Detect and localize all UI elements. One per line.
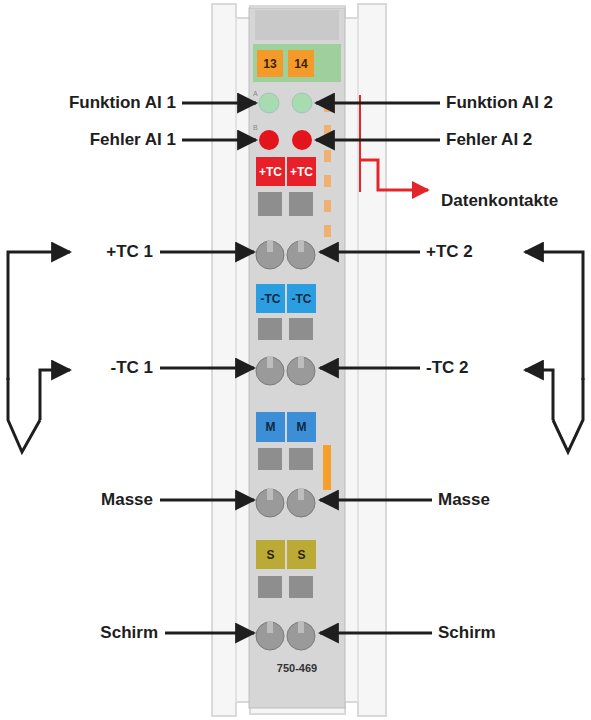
marker-ground: M [256, 412, 285, 442]
clamp-key [267, 240, 273, 252]
marker-text: S [297, 549, 305, 561]
marker-text: S [266, 549, 274, 561]
marker-text: -TC [292, 293, 312, 305]
marker-minus-tc: -TC [287, 284, 316, 313]
clamp-key [267, 356, 273, 368]
marker-text: 13 [263, 58, 276, 70]
signal-name: +TC 2 [426, 242, 473, 262]
led-letter: A [253, 90, 258, 97]
signal-name: Masse [101, 490, 153, 510]
marker-text: -TC [261, 293, 281, 305]
clamp-opening [287, 622, 315, 650]
marker-text: 14 [294, 58, 307, 70]
part-number: 750-469 [277, 662, 317, 674]
led-letter: B [253, 124, 258, 131]
clamp-opening [287, 241, 315, 269]
signal-name: +TC 1 [106, 242, 153, 262]
clamp-opening [256, 241, 284, 269]
clamp-key [298, 356, 304, 368]
marker-minus-tc: -TC [256, 284, 285, 313]
callout-label: Fehler AI 2 [446, 130, 532, 150]
signal-name: -TC 1 [111, 358, 154, 378]
callout-label: Datenkontakte [441, 191, 558, 211]
clamp-opening [256, 357, 284, 385]
clamp-key [298, 488, 304, 500]
clamp-key [267, 488, 273, 500]
clamp-opening [287, 357, 315, 385]
callout-label: Fehler AI 1 [90, 130, 176, 150]
marker-shield: S [287, 540, 316, 569]
clamp-key [298, 240, 304, 252]
marker-text: M [266, 421, 276, 433]
marker-text: +TC [259, 166, 282, 178]
clamp-key [298, 621, 304, 633]
callout-label: Funktion AI 1 [69, 93, 176, 113]
signal-name: Masse [438, 490, 490, 510]
marker-text: M [297, 421, 307, 433]
clamp-opening [256, 489, 284, 517]
signal-name: -TC 2 [426, 358, 469, 378]
marker-text: +TC [290, 166, 313, 178]
marker-14: 14 [288, 50, 314, 77]
marker-plus-tc: +TC [287, 157, 316, 186]
clamp-key [267, 621, 273, 633]
marker-plus-tc: +TC [256, 157, 285, 186]
signal-name: Schirm [438, 623, 496, 643]
callout-label: Funktion AI 2 [446, 93, 553, 113]
clamp-opening [256, 622, 284, 650]
marker-13: 13 [257, 50, 283, 77]
marker-shield: S [256, 540, 285, 569]
signal-name: Schirm [100, 623, 158, 643]
marker-ground: M [287, 412, 316, 442]
clamp-opening [287, 489, 315, 517]
